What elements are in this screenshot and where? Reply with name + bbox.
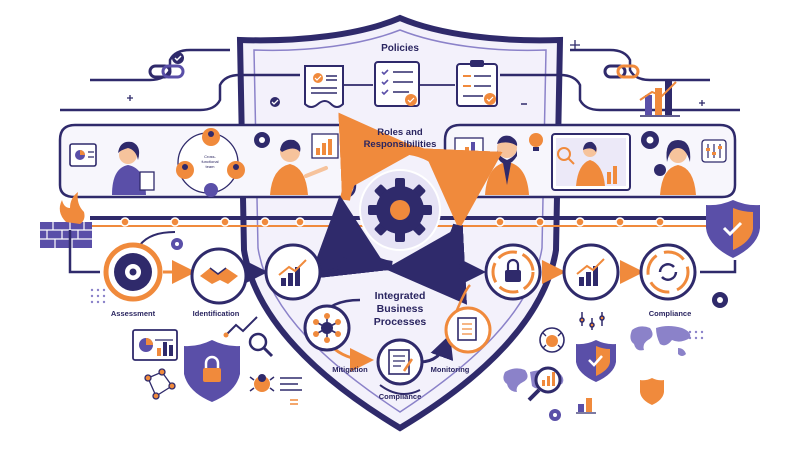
roles-label-line2: Responsibilities	[363, 139, 437, 150]
lightbulb-icon	[529, 133, 543, 151]
person-icon	[112, 141, 155, 195]
network-icon	[303, 304, 351, 352]
mitigation-label: Mitigation	[332, 365, 368, 374]
handshake-icon	[190, 247, 248, 305]
check-icon	[172, 52, 280, 107]
shield-icon	[184, 340, 240, 402]
document-checklist-icon	[376, 338, 424, 386]
document-checklist-icon	[444, 306, 492, 354]
dashboard-icon	[69, 143, 97, 167]
document-checklist-icon	[374, 61, 420, 107]
chain-link-icon	[603, 64, 640, 79]
process-row-left	[68, 230, 347, 284]
integrated-label-line2: Business	[376, 303, 424, 315]
person-icon	[654, 140, 696, 195]
presentation-screen	[551, 133, 631, 191]
cross-functional-line1: Cross-	[204, 154, 216, 159]
monitoring-label: Monitoring	[430, 365, 470, 374]
growth-chart-icon	[639, 80, 680, 117]
doc-lines	[280, 377, 302, 405]
shield-icon	[576, 340, 616, 382]
sparkle-icon	[127, 40, 705, 106]
gear-icon	[368, 178, 432, 242]
assessment-step	[103, 242, 163, 302]
bug-icon	[539, 327, 565, 353]
padlock-step	[484, 243, 542, 301]
growth-chart-icon	[264, 243, 322, 301]
gear-icon	[641, 131, 659, 149]
magnifier-icon	[248, 332, 274, 358]
gear-icon	[254, 132, 270, 148]
people-icon	[176, 128, 245, 197]
chain-link-icon	[148, 64, 185, 79]
firewall-icon	[40, 192, 92, 248]
process-row-right	[450, 257, 737, 284]
flow-nodes	[120, 217, 665, 227]
cross-functional-line2: functional	[201, 159, 219, 164]
bug-icon	[249, 374, 275, 392]
gear-icon	[171, 238, 728, 308]
magnifier-icon	[527, 366, 562, 402]
cycle-step	[639, 243, 697, 301]
growth-chart-icon	[454, 137, 484, 163]
integrated-label-line1: Integrated	[374, 290, 426, 302]
compliance-right-label: Compliance	[648, 309, 692, 318]
dashboard-icon	[132, 329, 178, 361]
compliance-bottom-label: Compliance	[378, 392, 422, 401]
assessment-label: Assessment	[110, 309, 156, 318]
shield-icon	[640, 378, 664, 405]
policies-label: Policies	[381, 43, 419, 54]
mini-chart-icon	[576, 398, 596, 414]
integrated-label-line3: Processes	[373, 316, 427, 328]
shield-icon	[706, 200, 760, 258]
person-icon	[270, 139, 328, 195]
roles-label-line1: Roles and	[377, 127, 423, 138]
document-checklist-icon	[304, 65, 344, 108]
cross-functional-line3: team	[205, 164, 215, 169]
trend-icon	[223, 316, 258, 338]
settings-sliders-icon	[701, 139, 727, 163]
gear-icon	[549, 409, 561, 421]
tool-lines	[579, 312, 605, 330]
growth-chart-icon	[562, 243, 620, 301]
document-checklist-icon	[456, 60, 498, 107]
growth-chart-icon	[311, 133, 339, 159]
network-icon	[144, 368, 176, 400]
identification-label: Identification	[192, 309, 240, 318]
